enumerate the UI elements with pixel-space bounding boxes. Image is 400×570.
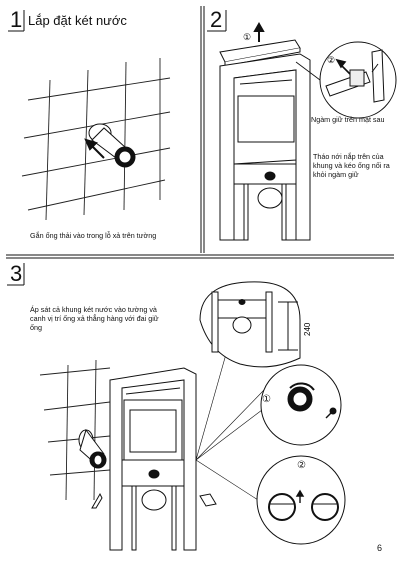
step-2-illustration: ① ② (219, 21, 397, 241)
wall-drain-pipe (78, 428, 107, 469)
dimension-240: 240 (303, 322, 312, 336)
page-title: Lắp đặt két nước (28, 13, 127, 28)
callout-1-label: ① (243, 32, 251, 42)
step-3-instruction: Áp sát cả khung két nước vào tường và ca… (30, 305, 159, 333)
cistern-frame-installed (109, 367, 197, 551)
callout-2-label: ② (327, 55, 335, 65)
page-number: 6 (377, 543, 383, 553)
insert-arrow-icon (84, 138, 105, 159)
rear-clip-detail (319, 41, 397, 119)
screw-icon (325, 411, 333, 419)
step-2-number: 2 (210, 7, 223, 32)
top-cover (219, 39, 301, 67)
step-1-illustration (21, 58, 171, 221)
clamp-detail (260, 364, 342, 446)
step-1-number: 1 (10, 7, 23, 32)
pull-arrow-icon (335, 58, 351, 75)
rotate-arrow-icon (295, 489, 305, 503)
step-1-caption: Gắn ống thải vào trong lỗ xả trên tường (30, 231, 157, 240)
step-3-callout-2: ② (297, 460, 306, 471)
drain-pipe (88, 123, 136, 168)
height-detail (199, 281, 301, 368)
clamp-positions-detail (256, 455, 346, 545)
step-3-illustration: 240 (39, 281, 346, 551)
step-3-number: 3 (10, 261, 23, 286)
lift-arrow-icon (253, 21, 265, 42)
cistern-frame (219, 53, 311, 241)
step-3-callout-1: ① (262, 394, 271, 405)
rear-clip-label: Ngàm giữ trên mặt sau (311, 115, 385, 124)
step-2-instruction: Tháo nới nắp trên của khung và kéo ống n… (313, 152, 390, 180)
